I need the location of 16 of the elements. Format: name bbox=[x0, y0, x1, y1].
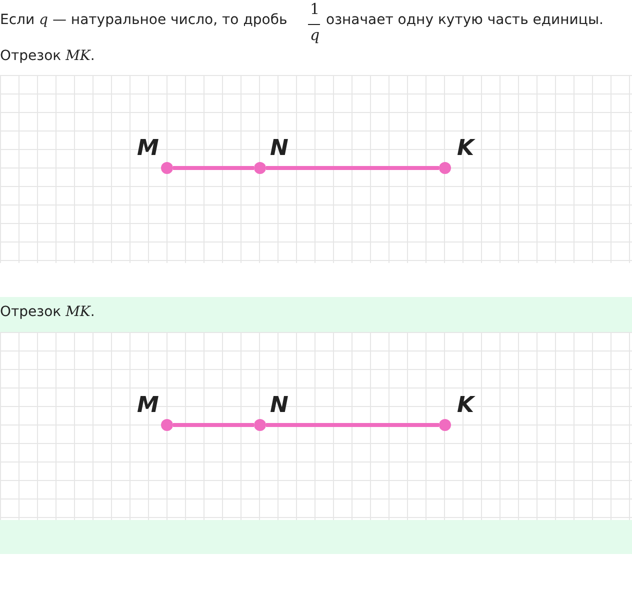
fraction-numerator: 1 bbox=[310, 0, 320, 18]
line-segment bbox=[266, 423, 439, 427]
line-segment bbox=[173, 166, 254, 170]
point-label: N bbox=[270, 136, 288, 161]
line-segment bbox=[173, 423, 254, 427]
fraction-denominator: q bbox=[310, 26, 320, 44]
point-label: M bbox=[137, 136, 159, 161]
point-label: N bbox=[270, 393, 288, 418]
line-segment bbox=[266, 166, 439, 170]
caption-text: Отрезок MK. bbox=[0, 48, 95, 64]
caption-text: Отрезок MK. bbox=[0, 304, 95, 320]
point-label: K bbox=[457, 136, 474, 161]
sentence-text: Если q — натуральное число, то дробь bbox=[0, 12, 288, 28]
point-label: K bbox=[457, 393, 474, 418]
sentence-text: означает одну кутую часть единицы. bbox=[326, 12, 604, 28]
point-label: M bbox=[137, 393, 159, 418]
